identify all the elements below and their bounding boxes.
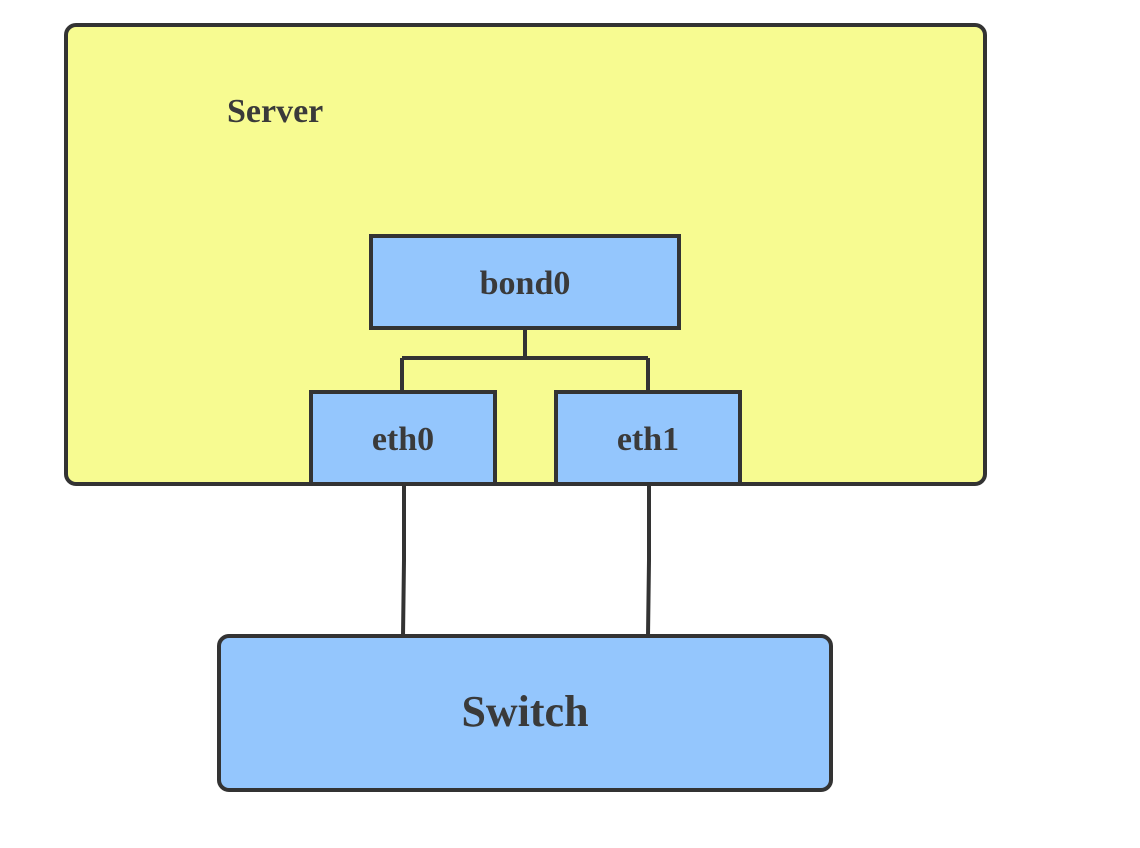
- bond0-box: [369, 234, 681, 330]
- eth1-box: [554, 390, 742, 486]
- eth1-to-switch-line: [646, 486, 651, 637]
- bond0-label: bond0: [480, 265, 571, 302]
- eth0-box: [309, 390, 497, 486]
- switch-box: [217, 634, 833, 792]
- eth0-to-switch-line: [401, 486, 406, 637]
- eth0-label: eth0: [372, 421, 434, 458]
- server-label: Server: [227, 93, 323, 130]
- switch-node: Switch: [217, 634, 833, 792]
- switch-links: [401, 486, 651, 637]
- bond0-node: bond0: [369, 234, 681, 330]
- eth1-node: eth1: [554, 390, 742, 486]
- bond-connectors: [400, 328, 650, 392]
- switch-label: Switch: [461, 687, 588, 736]
- eth0-node: eth0: [309, 390, 497, 486]
- eth1-label: eth1: [617, 421, 679, 458]
